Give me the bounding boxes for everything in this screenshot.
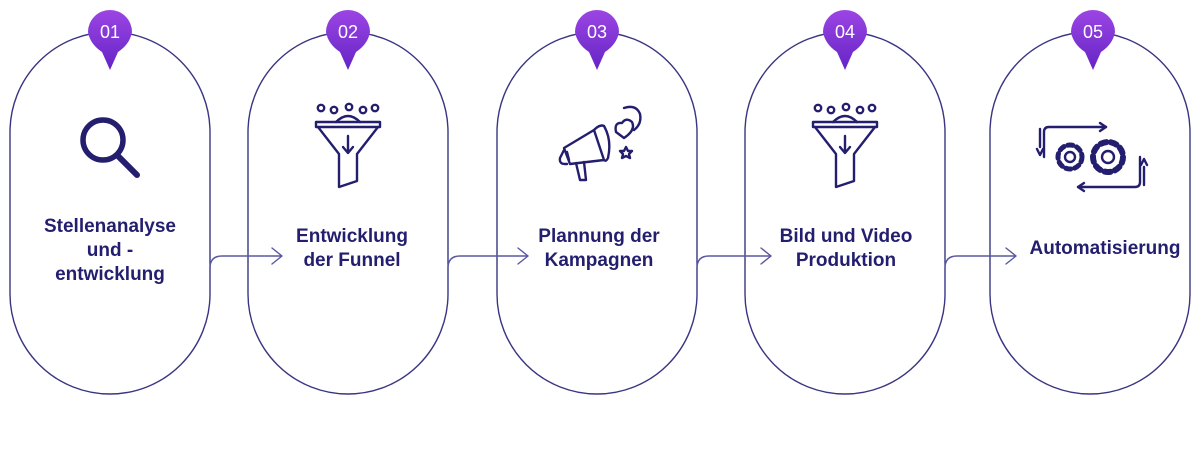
step-number-badge-4: 04 — [823, 10, 867, 70]
step-capsule-1 — [9, 31, 211, 395]
step-number-badge-1: 01 — [88, 10, 132, 70]
badge-pin-shape — [575, 10, 619, 70]
connector-arrow-4 — [944, 247, 1017, 301]
badge-pin-shape — [823, 10, 867, 70]
gears-cycle-icon — [1035, 121, 1149, 193]
badge-pin-shape — [326, 10, 370, 70]
step-capsule-3 — [496, 31, 698, 395]
step-number-1: 01 — [100, 22, 120, 42]
step-title-3: Plannung der Kampagnen — [538, 226, 660, 271]
step-title-1: Stellenanalyse und - entwicklung — [43, 216, 177, 285]
step-number-badge-2: 02 — [326, 10, 370, 70]
connector-arrow-1 — [209, 247, 283, 301]
funnel-icon — [811, 102, 879, 189]
step-title-5: Automatisierung — [1029, 238, 1181, 259]
step-capsule-4 — [744, 31, 946, 395]
step-title-4: Bild und Video Produktion — [779, 226, 913, 271]
step-number-2: 02 — [338, 22, 358, 42]
step-number-4: 04 — [835, 22, 855, 42]
badge-pin-shape — [1071, 10, 1115, 70]
step-capsule-2 — [247, 31, 449, 395]
magnifier-icon — [80, 117, 140, 178]
step-number-badge-3: 03 — [575, 10, 619, 70]
step-number-badge-5: 05 — [1071, 10, 1115, 70]
funnel-icon — [314, 102, 382, 189]
connector-arrow-2 — [447, 247, 529, 301]
badge-pin-shape — [88, 10, 132, 70]
step-number-3: 03 — [587, 22, 607, 42]
step-capsule-5 — [989, 31, 1191, 395]
connector-arrow-3 — [696, 247, 772, 301]
step-title-2: Entwicklung der Funnel — [296, 226, 408, 271]
step-number-5: 05 — [1083, 22, 1103, 42]
megaphone-icon — [558, 105, 642, 182]
